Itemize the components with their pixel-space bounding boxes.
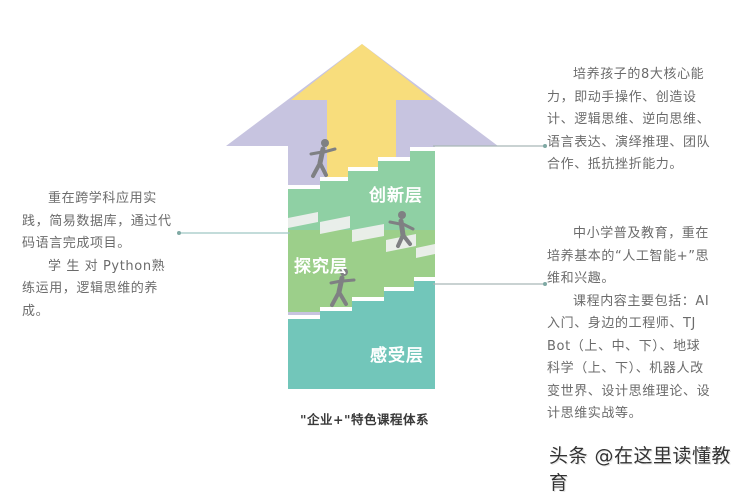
layer-label-innovation: 创新层: [369, 186, 423, 206]
annotation-right-bottom-paragraph: 中小学普及教育，重在培养基本的“人工智能+”思维和兴趣。: [547, 226, 710, 286]
annotation-right-bottom: 中小学普及教育，重在培养基本的“人工智能+”思维和兴趣。 课程内容主要包括：AI…: [547, 223, 712, 426]
person-running-icon: [329, 268, 356, 307]
annotation-right-top-paragraph: 培养孩子的8大核心能力，即动手操作、创造设计、逻辑思维、逆向思维、语言表达、演绎…: [547, 67, 711, 172]
connector-right-bottom: [433, 282, 547, 286]
course-system-diagram: 创新层 探究层 感受层 重在跨学科应用实践，简易数据库，通过代码语言完成项目。 …: [22, 44, 731, 494]
person-running-icon: [309, 139, 337, 178]
annotation-left-paragraph: 重在跨学科应用实践，简易数据库，通过代码语言完成项目。: [22, 191, 172, 251]
diagram-caption: "企业+"特色课程体系: [300, 412, 429, 427]
arrow-staircase-graphic: [177, 44, 547, 389]
annotation-left-paragraph: 学 生 对 Python熟练运用，逻辑思维的养成。: [22, 258, 166, 319]
person-running-icon: [388, 211, 415, 248]
annotation-right-bottom-paragraph: 课程内容主要包括：AI入门、身边的工程师、TJ Bot（上、中、下）、地球科学（…: [547, 293, 711, 422]
layer-perception-shape: [288, 280, 435, 389]
annotation-left: 重在跨学科应用实践，简易数据库，通过代码语言完成项目。 学 生 对 Python…: [22, 188, 172, 323]
watermark: 头条 @在这里读懂教育: [549, 445, 732, 494]
connector-right-top: [433, 144, 547, 148]
layer-label-perception: 感受层: [370, 346, 424, 366]
annotation-right-top: 培养孩子的8大核心能力，即动手操作、创造设计、逻辑思维、逆向思维、语言表达、演绎…: [547, 64, 712, 177]
arrow-inner: [291, 44, 433, 200]
steps-bottom: [288, 277, 435, 319]
connector-left: [177, 231, 290, 235]
steps-top: [288, 147, 435, 189]
layer-label-inquiry: 探究层: [294, 257, 348, 277]
